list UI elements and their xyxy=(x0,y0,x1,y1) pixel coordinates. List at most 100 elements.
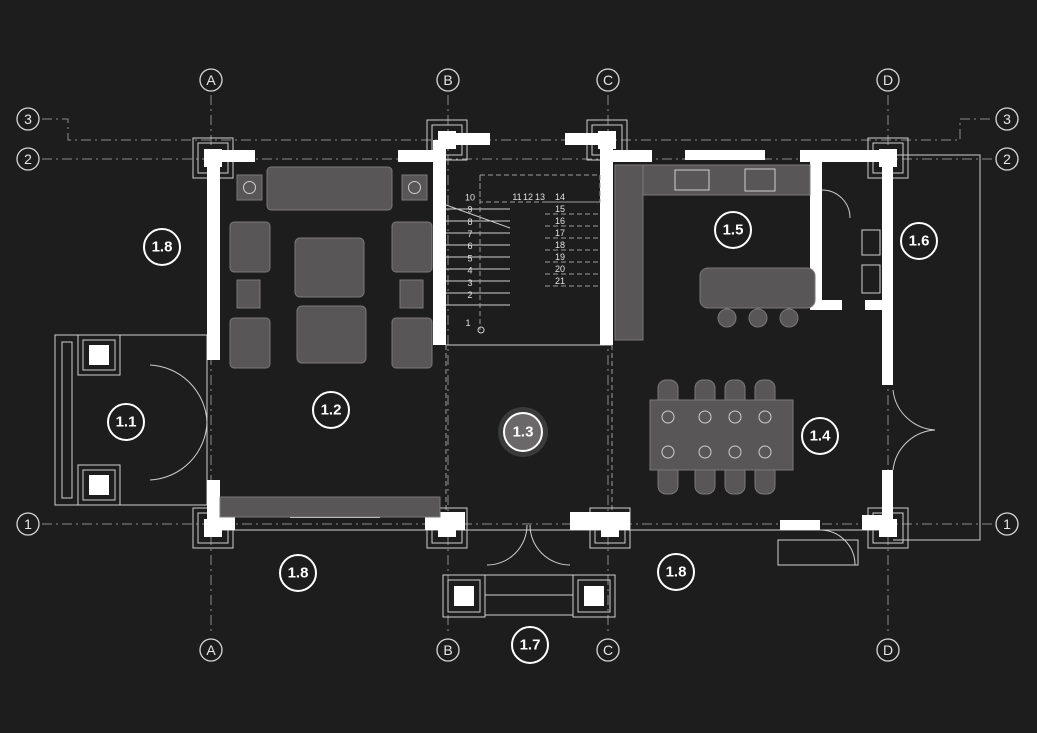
living-room-furniture xyxy=(219,166,441,518)
grid-bubbles: A B C D A B C D 3 2 1 3 2 1 xyxy=(16,68,1019,662)
svg-text:2: 2 xyxy=(24,151,32,167)
svg-text:2: 2 xyxy=(1003,151,1011,167)
grid-bubble-c-top: C xyxy=(596,68,620,92)
grid-bubble-2-right: 2 xyxy=(995,147,1019,171)
room-tag-porch: 1.1 xyxy=(107,403,145,441)
stair-step-number: 12 xyxy=(523,192,533,202)
svg-text:D: D xyxy=(883,642,893,658)
room-tag-entrance: 1.7 xyxy=(511,626,549,664)
svg-text:1.4: 1.4 xyxy=(810,428,832,445)
room-tag-terrace-left: 1.8 xyxy=(143,228,181,266)
room-tag-hall: 1.3 xyxy=(498,407,548,457)
svg-text:C: C xyxy=(603,642,613,658)
svg-text:D: D xyxy=(883,72,893,88)
stool xyxy=(717,308,737,328)
svg-text:3: 3 xyxy=(1003,111,1011,127)
stool xyxy=(748,308,768,328)
grid-bubble-b-top: B xyxy=(436,68,460,92)
svg-text:A: A xyxy=(206,72,216,88)
stair-step-number: 14 xyxy=(555,192,565,202)
room-tag-bathroom: 1.6 xyxy=(900,222,938,260)
grid-bubble-1-left: 1 xyxy=(16,512,40,536)
armchair xyxy=(391,317,433,369)
terrace-outlines xyxy=(54,154,981,616)
side-table xyxy=(236,279,261,309)
place-setting xyxy=(698,445,712,459)
column xyxy=(572,574,616,618)
svg-text:1.8: 1.8 xyxy=(152,239,173,256)
place-setting xyxy=(698,410,712,424)
grid-bubble-c-bottom: C xyxy=(596,638,620,662)
svg-text:1.7: 1.7 xyxy=(520,637,541,654)
coffee-table xyxy=(294,237,365,298)
stove xyxy=(744,168,776,192)
grid-bubble-d-top: D xyxy=(876,68,900,92)
stair-step-number: 17 xyxy=(555,228,565,238)
dining-furniture xyxy=(649,379,794,495)
counter xyxy=(614,164,644,341)
stair-step-number: 1 xyxy=(465,318,470,328)
coffee-table xyxy=(296,305,367,364)
stair-step-number: 20 xyxy=(555,264,565,274)
armchair xyxy=(391,221,433,273)
stair-step-number: 7 xyxy=(467,229,472,239)
column xyxy=(77,334,121,376)
column xyxy=(442,574,486,618)
counter xyxy=(614,164,811,196)
dining-table xyxy=(649,399,794,471)
stair-step-number: 3 xyxy=(467,278,472,288)
svg-text:1: 1 xyxy=(24,516,32,532)
place-setting xyxy=(758,445,772,459)
sofa xyxy=(266,166,393,211)
stair-step-number: 15 xyxy=(555,204,565,214)
svg-text:1.8: 1.8 xyxy=(666,564,687,581)
svg-text:1.6: 1.6 xyxy=(909,233,930,250)
stair-step-number: 2 xyxy=(467,290,472,300)
grid-bubble-3-left: 3 xyxy=(16,107,40,131)
lamp-table xyxy=(401,174,428,201)
svg-text:1: 1 xyxy=(1003,516,1011,532)
kitchen-furniture xyxy=(614,164,816,341)
grid-bubble-2-left: 2 xyxy=(16,147,40,171)
grid-bubble-a-bottom: A xyxy=(199,638,223,662)
svg-text:1.2: 1.2 xyxy=(321,402,342,419)
column xyxy=(77,464,121,506)
stair-step-number: 19 xyxy=(555,252,565,262)
room-tag-kitchen: 1.5 xyxy=(714,211,752,249)
svg-text:1.8: 1.8 xyxy=(288,565,309,582)
grid-bubble-b-bottom: B xyxy=(436,638,460,662)
doors xyxy=(149,364,936,566)
room-tag-dining: 1.4 xyxy=(801,417,839,455)
grid-bubble-3-right: 3 xyxy=(995,107,1019,131)
svg-text:C: C xyxy=(603,72,613,88)
place-setting xyxy=(661,410,675,424)
side-table xyxy=(399,279,424,309)
lamp-table xyxy=(236,174,263,201)
grid-lines xyxy=(42,95,992,635)
svg-text:A: A xyxy=(206,642,216,658)
room-tag-living: 1.2 xyxy=(312,391,350,429)
stair-step-number: 10 xyxy=(465,192,475,202)
stair-step-number: 8 xyxy=(467,217,472,227)
bench xyxy=(219,496,441,518)
stair-step-number: 16 xyxy=(555,216,565,226)
svg-text:1.3: 1.3 xyxy=(513,424,534,441)
sink xyxy=(674,169,710,191)
room-tags: 1.8 1.1 1.2 1.3 1.5 1.6 1.4 1.8 1.8 1.7 xyxy=(107,211,938,664)
place-setting xyxy=(728,410,742,424)
stair-step-number: 11 xyxy=(512,192,521,202)
grid-bubble-d-bottom: D xyxy=(876,638,900,662)
svg-text:1.5: 1.5 xyxy=(723,222,744,239)
stair-step-number: 13 xyxy=(535,192,545,202)
place-setting xyxy=(661,445,675,459)
stair-step-number: 18 xyxy=(555,240,565,250)
room-tag-terrace-bottom-right: 1.8 xyxy=(657,553,695,591)
grid-bubble-1-right: 1 xyxy=(995,512,1019,536)
stair-step-number: 4 xyxy=(467,266,472,276)
svg-text:1.1: 1.1 xyxy=(116,414,137,431)
bathroom-fixtures xyxy=(821,189,881,294)
armchair xyxy=(229,317,271,369)
stair-step-number: 5 xyxy=(467,253,472,263)
room-tag-terrace-bottom-left: 1.8 xyxy=(279,554,317,592)
